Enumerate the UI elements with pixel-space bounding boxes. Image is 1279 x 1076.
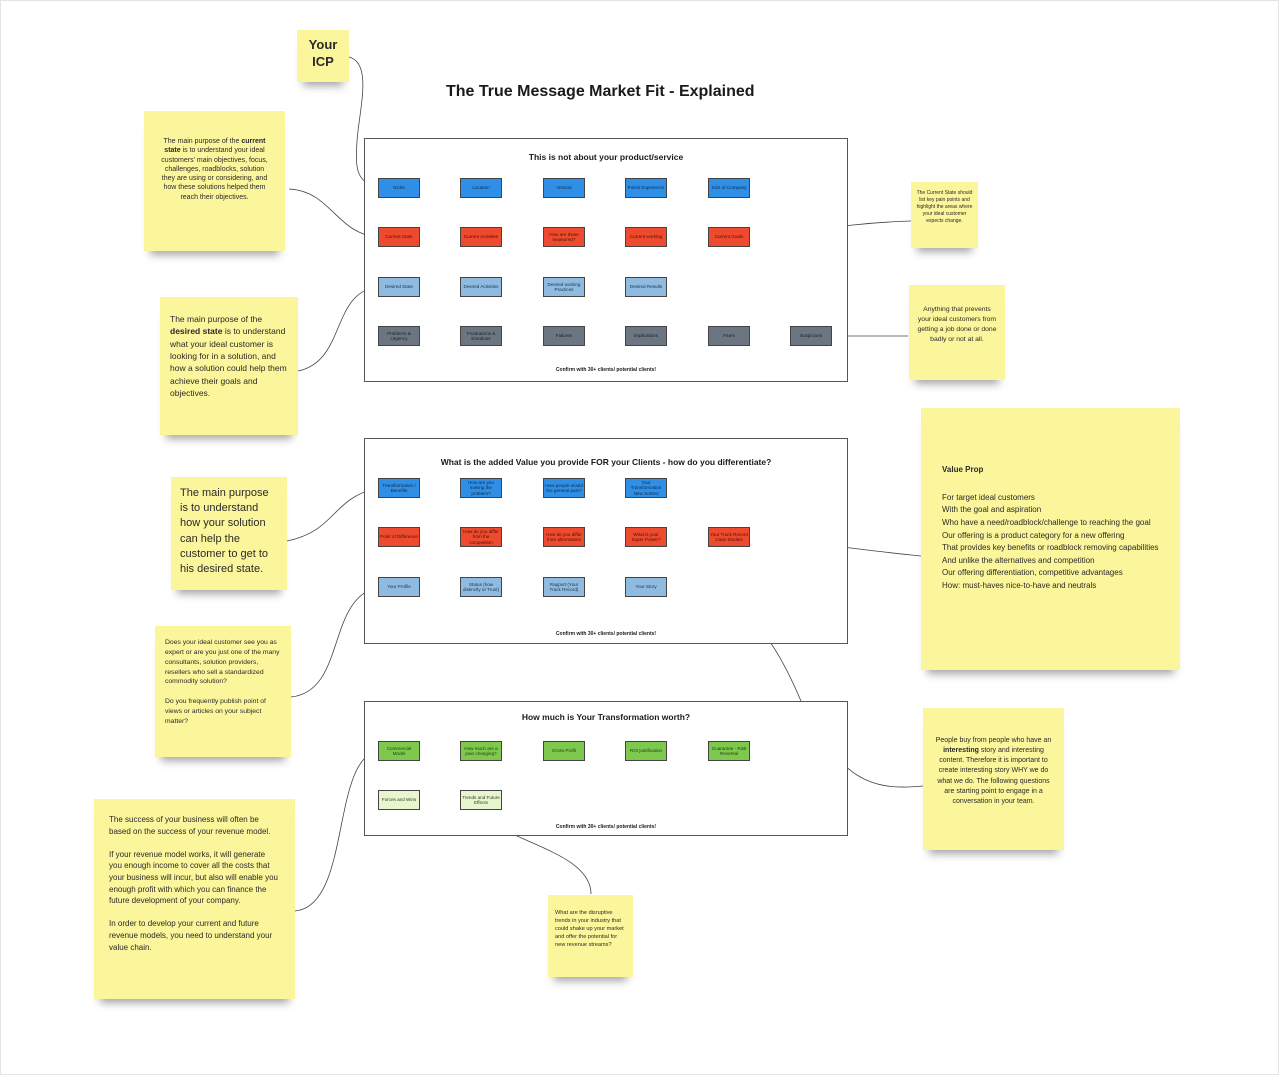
- value-prop-line: Our offering differentiation, competitiv…: [942, 568, 1123, 578]
- note-text: The main purpose of the: [170, 314, 263, 324]
- box-current-goals[interactable]: Current Goals: [708, 227, 750, 247]
- note-expert[interactable]: Does your ideal customer see you as expe…: [155, 626, 291, 757]
- box-desired-state[interactable]: Desired State: [378, 277, 420, 297]
- note-text: The main purpose is to understand how yo…: [180, 487, 269, 575]
- box-vertical[interactable]: Vertical: [543, 178, 585, 198]
- box-current-worklog[interactable]: Current worklog: [625, 227, 667, 247]
- box-how-measured[interactable]: How are these measured?: [543, 227, 585, 247]
- note-current-state[interactable]: The main purpose of the current state is…: [144, 111, 285, 251]
- box-status[interactable]: Status (how distinctly or Trust): [460, 577, 502, 597]
- box-forces-wins[interactable]: Forces and Wins: [378, 790, 420, 810]
- box-pain-changing[interactable]: How much are a pain changing?: [460, 741, 502, 761]
- frame-footer: Confirm with 30+ clients/ potential clie…: [555, 824, 657, 830]
- note-disruptive[interactable]: What are the disruptive trends in your i…: [548, 895, 633, 977]
- box-current-activities[interactable]: Current Activities: [460, 227, 502, 247]
- box-frustrations-emotions[interactable]: Frustrations & Emotions: [460, 326, 502, 346]
- note-text: is to understand what your ideal custome…: [170, 326, 287, 398]
- note-value-prop[interactable]: Value Prop For target ideal customers Wi…: [921, 408, 1180, 670]
- note-text: The success of your business will often …: [109, 815, 278, 952]
- box-transformation-benefits[interactable]: Transformation / Benefits: [378, 478, 420, 498]
- box-commercial-model[interactable]: Commercial Model: [378, 741, 420, 761]
- box-general-pain[interactable]: How people would the general pain?: [543, 478, 585, 498]
- box-desired-activities[interactable]: Desired Activities: [460, 277, 502, 297]
- box-desired-results[interactable]: Desired Results: [625, 277, 667, 297]
- value-prop-line: Our offering is a product category for a…: [942, 530, 1125, 540]
- box-suspicions[interactable]: Suspicions: [790, 326, 832, 346]
- value-prop-line: How: must-haves nice-to-have and neutral…: [942, 581, 1097, 590]
- note-your-icp[interactable]: Your ICP: [297, 30, 349, 82]
- value-prop-line: And unlike the alternatives and competit…: [942, 555, 1095, 565]
- frame-title: What is the added Value you provide FOR …: [440, 457, 772, 467]
- box-roi-justification[interactable]: ROI justification: [625, 741, 667, 761]
- box-your-story[interactable]: Your Story: [625, 577, 667, 597]
- frame-title: This is not about your product/service: [528, 152, 684, 162]
- note-bold: current state: [164, 138, 266, 155]
- box-failures[interactable]: Failures: [543, 326, 585, 346]
- note-text: is to understand your ideal customers' m…: [161, 147, 268, 201]
- board-title: The True Message Market Fit - Explained: [446, 83, 755, 100]
- note-current-state-right[interactable]: The Current State should list key pain p…: [911, 182, 978, 248]
- note-text: The main purpose of the: [163, 138, 242, 145]
- note-revenue[interactable]: The success of your business will often …: [94, 799, 295, 999]
- box-implications[interactable]: Implications: [625, 326, 667, 346]
- frame-added-value[interactable]: What is the added Value you provide FOR …: [364, 438, 848, 644]
- box-fears[interactable]: Fears: [708, 326, 750, 346]
- note-text: Does your ideal customer see you as expe…: [165, 639, 280, 725]
- note-text: What are the disruptive trends in your i…: [555, 910, 624, 949]
- note-transformation[interactable]: The main purpose is to understand how yo…: [171, 477, 287, 590]
- value-prop-line: Who have a need/roadblock/challenge to r…: [942, 517, 1151, 527]
- box-how-solving[interactable]: How are you solving the problem?: [460, 478, 502, 498]
- value-prop-title: Value Prop: [942, 465, 984, 474]
- value-prop-line: With the goal and aspiration: [942, 505, 1042, 515]
- note-desired-state[interactable]: The main purpose of the desired state is…: [160, 297, 298, 435]
- box-gross-profit[interactable]: Gross Profit: [543, 741, 585, 761]
- box-differ-competition[interactable]: How do you differ from the competition: [460, 527, 502, 547]
- box-polesi-experience[interactable]: Polesi Experience: [625, 178, 667, 198]
- note-bold: desired state: [170, 326, 223, 337]
- frame-title: How much is Your Transformation worth?: [521, 712, 691, 722]
- box-size-of-company[interactable]: Size of Company: [708, 178, 750, 198]
- note-text: story and interesting content. Therefore…: [937, 747, 1050, 805]
- note-text: The Current State should list key pain p…: [916, 190, 973, 224]
- note-bold: interesting: [943, 747, 979, 755]
- frame-not-about-product[interactable]: This is not about your product/service C…: [364, 138, 848, 382]
- note-people-buy[interactable]: People buy from people who have an inter…: [923, 708, 1064, 850]
- box-current-state[interactable]: Current State: [378, 227, 420, 247]
- box-differ-alternatives[interactable]: How do you differ from alternatives: [543, 527, 585, 547]
- frame-footer: Confirm with 30+ clients/ potential clie…: [555, 367, 657, 373]
- value-prop-line: That provides key benefits or roadblock …: [942, 543, 1159, 553]
- box-your-transformation[interactable]: Your Transformation New Sorties: [625, 478, 667, 498]
- box-problems-urgency[interactable]: Problems & Urgency: [378, 326, 420, 346]
- note-anything-prevents[interactable]: Anything that prevents your ideal custom…: [909, 285, 1005, 380]
- note-text: People buy from people who have an: [935, 737, 1052, 744]
- box-desired-practices[interactable]: Desired working Practices: [543, 277, 585, 297]
- note-text: Your ICP: [308, 37, 338, 69]
- box-point-of-difference[interactable]: Point of Difference: [378, 527, 420, 547]
- box-super-power[interactable]: What is your Super Power?: [625, 527, 667, 547]
- box-niche[interactable]: Niche: [378, 178, 420, 198]
- box-rapport[interactable]: Rapport (Your Track Record): [543, 577, 585, 597]
- frame-footer: Confirm with 30+ clients/ potential clie…: [555, 631, 657, 637]
- box-trends-future[interactable]: Trends and Future Effects: [460, 790, 502, 810]
- frame-transformation-worth[interactable]: How much is Your Transformation worth? C…: [364, 701, 848, 836]
- note-text: Anything that prevents your ideal custom…: [917, 306, 997, 343]
- box-guarantee[interactable]: Guarantee - Risk Reversal: [708, 741, 750, 761]
- box-location[interactable]: Location: [460, 178, 502, 198]
- box-track-record[interactable]: Your Track Record Case Studies: [708, 527, 750, 547]
- box-your-profile[interactable]: Your Profile: [378, 577, 420, 597]
- value-prop-line: For target ideal customers: [942, 492, 1035, 502]
